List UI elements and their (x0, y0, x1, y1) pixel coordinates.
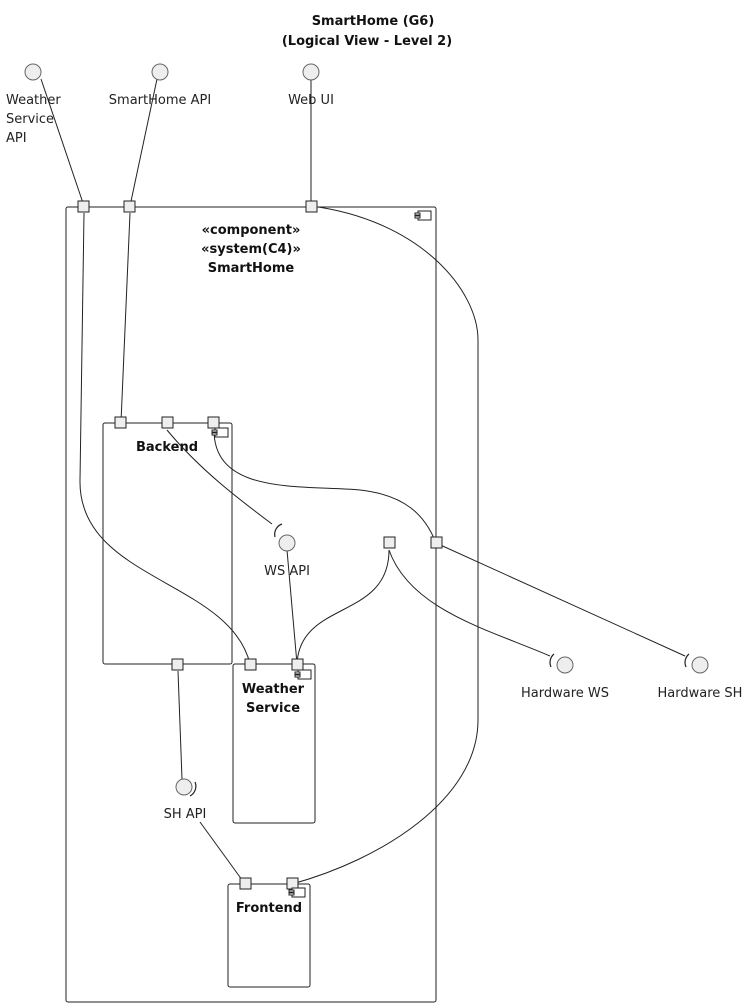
port-frontend-web-ui[interactable] (286, 877, 299, 890)
weather-service-label-line-1: Weather (242, 682, 305, 697)
weather-service-api-label-line-1: Weather (6, 93, 61, 108)
connection-lines (40, 78, 686, 885)
frontend-label: Frontend (236, 901, 302, 916)
hardware-sh-socket (684, 653, 690, 668)
backend-label: Backend (136, 440, 198, 455)
port-system-web-ui[interactable] (305, 200, 318, 213)
sh-api-label: SH API (164, 807, 207, 822)
backend-component-icon (211, 427, 229, 438)
weather-service-api-label-line-2: Service (6, 112, 54, 127)
weather-service-api-label-line-3: API (6, 131, 27, 146)
port-frontend-sh-api[interactable] (239, 877, 252, 890)
weather-service-component-icon (294, 669, 312, 680)
diagram-title-line-1: SmartHome (G6) (312, 14, 435, 29)
port-system-weather-api[interactable] (77, 200, 90, 213)
port-system-smarthome-api[interactable] (123, 200, 136, 213)
hardware-sh-label: Hardware SH (658, 686, 743, 701)
port-backend-sh-api[interactable] (171, 658, 184, 671)
hardware-ws-socket (549, 653, 555, 668)
port-backend-hardware[interactable] (207, 416, 220, 429)
port-system-hardware-sh[interactable] (430, 536, 443, 549)
hardware-sh-interface[interactable] (691, 656, 709, 674)
backend-component[interactable] (102, 422, 233, 665)
weather-service-api-interface[interactable] (24, 63, 42, 81)
weather-service-component[interactable] (232, 663, 316, 824)
hardware-ws-label: Hardware WS (521, 686, 609, 701)
port-system-hardware-ws[interactable] (383, 536, 396, 549)
hardware-ws-interface[interactable] (556, 656, 574, 674)
diagram-title-line-2: (Logical View - Level 2) (282, 34, 452, 49)
frontend-component-icon (288, 887, 306, 898)
system-stereotype-component: «component» (202, 223, 301, 238)
ws-api-interface[interactable] (278, 534, 296, 552)
weather-service-label-line-2: Service (246, 701, 300, 716)
port-backend-ws-api[interactable] (161, 416, 174, 429)
frontend-component[interactable] (227, 883, 311, 988)
smarthome-api-label: SmartHome API (109, 93, 211, 108)
smarthome-api-interface[interactable] (151, 63, 169, 81)
sh-api-interface[interactable] (175, 778, 193, 796)
ws-api-label: WS API (264, 564, 310, 579)
web-ui-label: Web UI (288, 93, 334, 108)
component-icon (414, 210, 432, 221)
system-stereotype-c4: «system(C4)» (201, 242, 301, 257)
port-backend-smarthome-api[interactable] (114, 416, 127, 429)
system-name: SmartHome (208, 261, 295, 276)
port-weather-service-in[interactable] (244, 658, 257, 671)
sh-api-socket (189, 781, 197, 797)
ws-api-socket (274, 523, 283, 538)
web-ui-interface[interactable] (302, 63, 320, 81)
port-weather-service-api[interactable] (291, 658, 304, 671)
